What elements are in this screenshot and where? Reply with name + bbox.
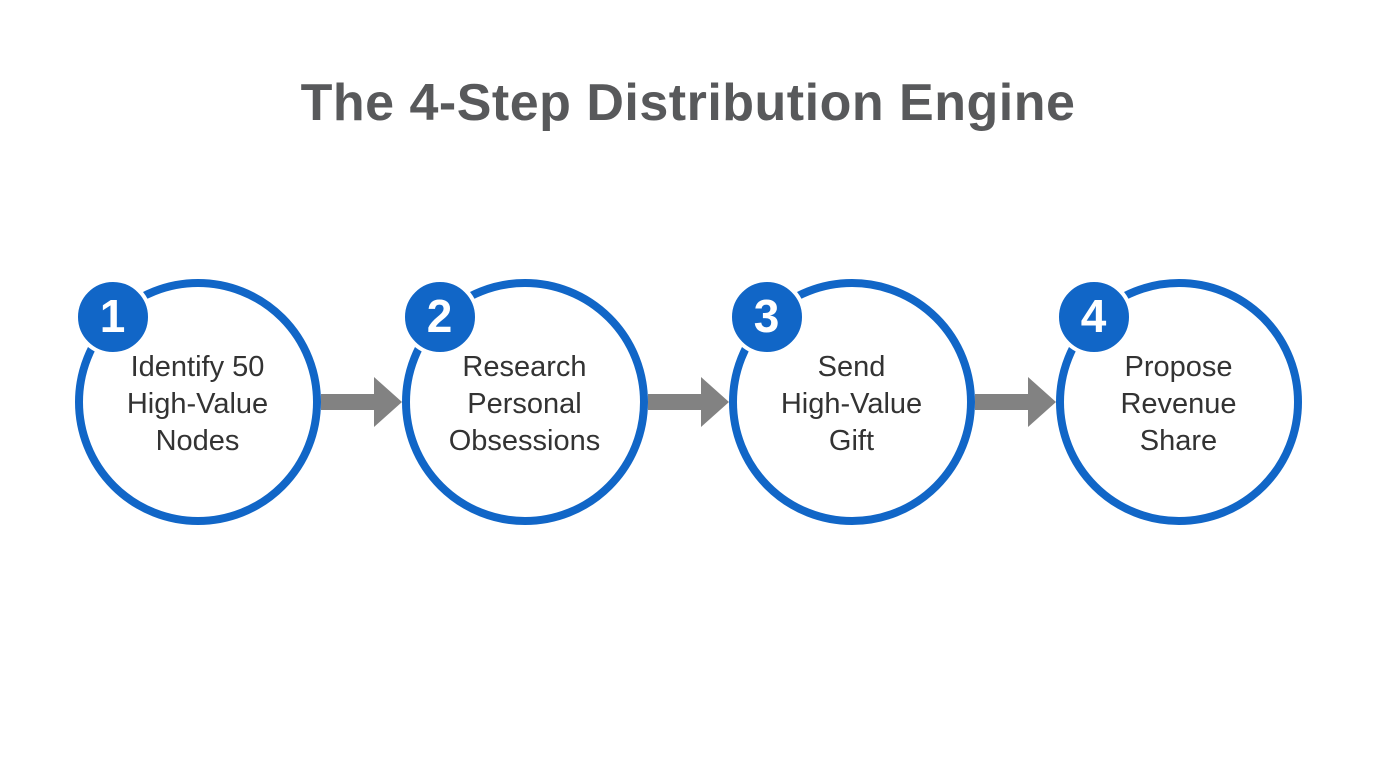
step-3-number-badge: 3 (727, 278, 806, 356)
label-line: High-Value (780, 387, 923, 420)
label-line: Revenue (1120, 387, 1237, 420)
step-1-label: Identify 50 High-Value Nodes (127, 349, 268, 460)
step-number: 1 (99, 289, 126, 342)
step-circle-3: 3 Send High-Value Gift (727, 278, 975, 525)
arrow-head (700, 377, 729, 427)
step-2-label: Research Personal Obsessions (449, 349, 601, 460)
label-line: High-Value (126, 387, 269, 420)
arrow-shaft (320, 394, 374, 410)
arrow-shaft (647, 394, 701, 410)
label-line: Identify 50 (130, 350, 265, 383)
label-line: Share (1139, 424, 1218, 457)
arrow-head (1027, 377, 1056, 427)
step-4-label: Propose Revenue Share (1120, 349, 1236, 460)
step-circle-4: 4 Propose Revenue Share (1054, 278, 1302, 525)
step-circle-1: 1 Identify 50 High-Value Nodes (73, 278, 321, 525)
step-number: 3 (753, 289, 780, 342)
step-circle-2: 2 Research Personal Obsessions (400, 278, 648, 525)
arrow-right-icon (320, 279, 402, 525)
label-line: Personal (467, 387, 582, 420)
label-line: Obsessions (448, 424, 601, 457)
label-line: Send (817, 350, 886, 383)
step-2-number-badge: 2 (400, 278, 479, 356)
label-line: Propose (1124, 350, 1233, 383)
step-3-label: Send High-Value Gift (781, 349, 922, 460)
steps-row: 1 Identify 50 High-Value Nodes 2 Researc… (0, 278, 1376, 525)
arrow-head (373, 377, 402, 427)
label-line: Research (462, 350, 587, 383)
step-number: 4 (1080, 289, 1107, 342)
step-4-number-badge: 4 (1054, 278, 1133, 356)
arrow-shaft (974, 394, 1028, 410)
step-number: 2 (426, 289, 453, 342)
step-1-number-badge: 1 (73, 278, 152, 356)
arrow-right-icon (647, 279, 729, 525)
arrow-right-icon (974, 279, 1056, 525)
label-line: Nodes (155, 424, 240, 457)
label-line: Gift (828, 424, 875, 457)
page-title: The 4-Step Distribution Engine (300, 74, 1076, 132)
